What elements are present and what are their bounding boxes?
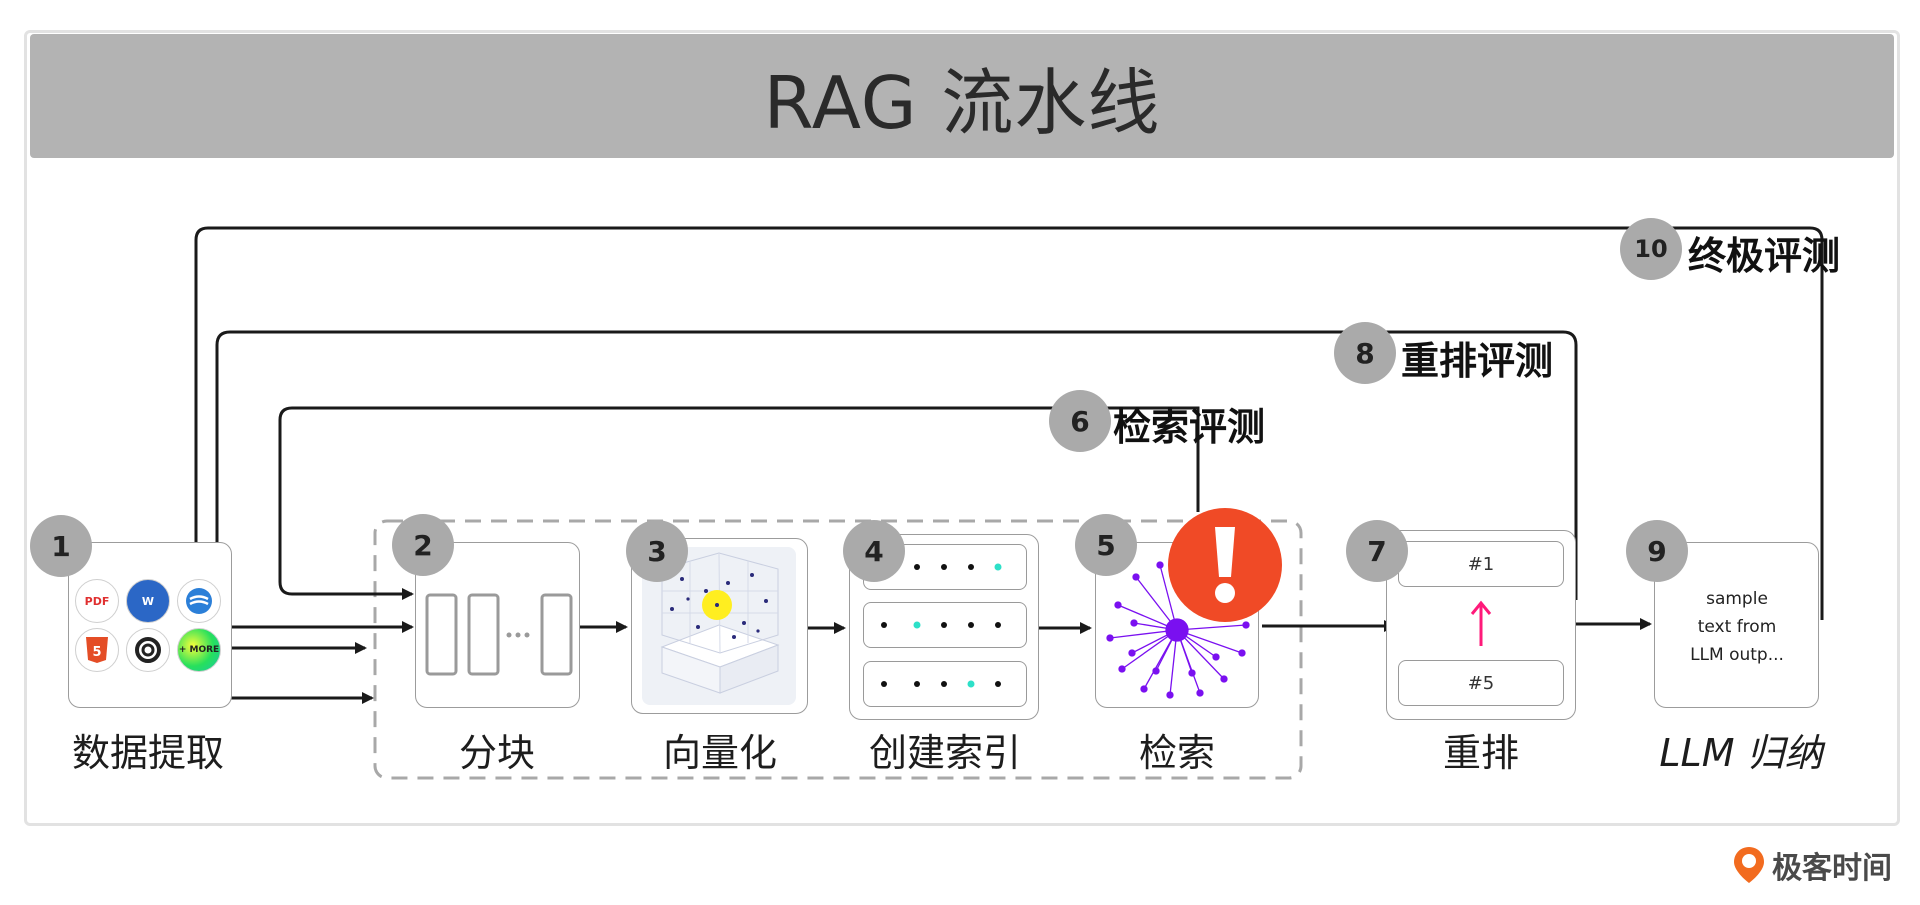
rerank-top-item: #1 <box>1398 541 1564 587</box>
brand-logo-icon <box>1734 847 1764 883</box>
brand-logo: 极客时间 <box>1732 843 1892 887</box>
index-row-dots <box>881 621 1001 629</box>
rerank-up-arrow-icon <box>1470 600 1492 646</box>
step-3-badge: 3 <box>626 520 688 582</box>
html5-icon: 5 <box>75 628 119 672</box>
eval-6-badge: 6 <box>1049 390 1111 452</box>
step-5-number: 5 <box>1096 528 1116 562</box>
rerank-bottom-item: #5 <box>1398 660 1564 706</box>
eval-6-label: 检索评测 <box>1113 405 1266 449</box>
step-5-label: 检索 <box>1138 731 1215 775</box>
step-7-badge: 7 <box>1346 520 1408 582</box>
more-icon: + MORE <box>177 628 221 672</box>
alert-icon <box>1168 508 1282 622</box>
pdf-icon: PDF <box>75 579 119 623</box>
data-extraction-box <box>68 542 232 708</box>
title-bar: RAG 流水线 <box>30 34 1894 158</box>
step-3-number: 3 <box>647 534 667 568</box>
step-1-label: 数据提取 <box>71 731 224 775</box>
step-2-number: 2 <box>413 528 433 562</box>
step-2-label: 分块 <box>458 731 535 775</box>
page-title: RAG 流水线 <box>763 60 1161 145</box>
step-9-number: 9 <box>1647 534 1667 568</box>
retrieval-network-icon <box>1106 561 1250 699</box>
llm-output-line: LLM outp... <box>1690 645 1784 665</box>
llm-output-line: text from <box>1697 617 1777 637</box>
openai-icon <box>126 628 170 672</box>
step-2-badge: 2 <box>392 514 454 576</box>
step-1-badge: 1 <box>30 515 92 577</box>
eval-8-badge: 8 <box>1334 322 1396 384</box>
step-9-badge: 9 <box>1626 520 1688 582</box>
step-7-number: 7 <box>1367 534 1387 568</box>
index-row-dots <box>914 563 1002 571</box>
processing-group-outline <box>373 519 1303 780</box>
more-text: + MORE <box>178 645 220 655</box>
word-icon: W <box>126 579 170 623</box>
eval-10-number: 10 <box>1634 235 1668 263</box>
eval-8-number: 8 <box>1355 336 1375 370</box>
chunking-box <box>415 542 580 708</box>
llm-output-line: sample <box>1706 589 1768 609</box>
index-row <box>863 602 1027 648</box>
step-7-label: 重排 <box>1442 731 1519 775</box>
eval-6-number: 6 <box>1070 404 1090 438</box>
eval-8-label: 重排评测 <box>1401 339 1554 383</box>
eval-10-label: 终极评测 <box>1688 234 1841 278</box>
step-5-badge: 5 <box>1075 514 1137 576</box>
vector-space-icon <box>642 547 796 705</box>
step-4-badge: 4 <box>843 520 905 582</box>
step-3-label: 向量化 <box>662 731 777 775</box>
step-9-label: LLM 归纳 <box>1659 731 1823 775</box>
brand-name: 极客时间 <box>1772 851 1892 886</box>
eval-10-badge: 10 <box>1620 218 1682 280</box>
index-row-dots <box>881 680 1001 688</box>
svg-text:5: 5 <box>92 645 101 660</box>
chunks-icon <box>425 593 573 676</box>
step-4-label: 创建索引 <box>868 731 1021 775</box>
index-row <box>863 661 1027 707</box>
llm-output-text: sample text from LLM outp... <box>1656 585 1818 669</box>
web-icon <box>177 579 221 623</box>
step-1-number: 1 <box>51 529 71 563</box>
step-4-number: 4 <box>864 534 884 568</box>
